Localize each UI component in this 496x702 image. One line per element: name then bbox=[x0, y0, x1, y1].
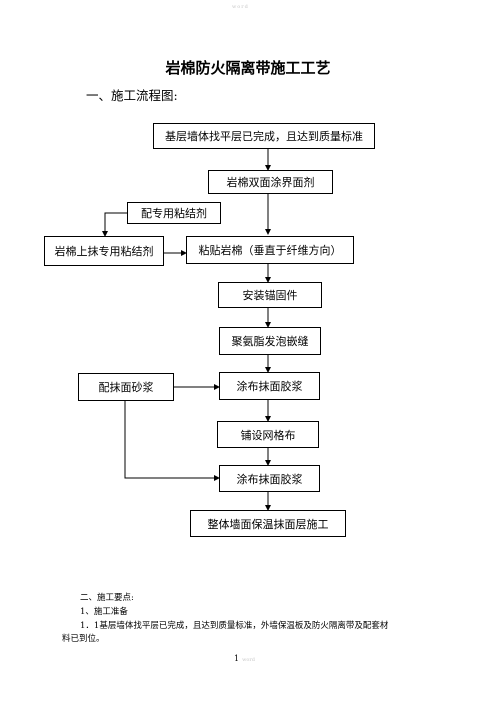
flow-step-foam-joint: 聚氨脂发泡嵌缝 bbox=[219, 327, 321, 355]
flow-step-paste-rockwool: 粘贴岩棉（垂直于纤维方向） bbox=[186, 236, 354, 264]
document-title: 岩棉防火隔离带施工工艺 bbox=[165, 59, 331, 77]
header-watermark: word bbox=[232, 4, 249, 10]
footer-watermark: word bbox=[242, 657, 255, 663]
flow-step-base-wall: 基层墙体找平层已完成，且达到质量标准 bbox=[153, 123, 375, 149]
paragraph-1-line-1: 1．1基层墙体找平层已完成，且达到质量标准，外墙保温板及防火隔离带及配套材 bbox=[80, 621, 389, 631]
paragraph-1-line-2: 料已到位。 bbox=[62, 634, 105, 644]
flow-side-adhesive: 配专用粘结剂 bbox=[127, 202, 221, 224]
flow-side-mortar: 配抹面砂浆 bbox=[78, 373, 174, 401]
flow-step-interface-agent: 岩棉双面涂界面剂 bbox=[208, 170, 333, 194]
flow-step-final-plaster: 整体墙面保温抹面层施工 bbox=[190, 510, 346, 537]
arrow-mortar-to-step8 bbox=[124, 401, 220, 481]
flow-step-coat-plaster-1: 涂布抹面胶浆 bbox=[219, 372, 320, 400]
section-heading-key-points: 二、施工要点: bbox=[80, 593, 134, 603]
page-number: 1 bbox=[234, 654, 240, 663]
subsection-preparation: 1、施工准备 bbox=[80, 607, 128, 617]
flow-step-anchors: 安装锚固件 bbox=[218, 282, 322, 308]
arrow-adhesive-to-rockwool bbox=[102, 212, 127, 237]
section-heading-flowchart: 一、施工流程图: bbox=[86, 88, 178, 103]
flow-step-coat-plaster-2: 涂布抹面胶浆 bbox=[219, 465, 320, 492]
flow-step-mesh: 铺设网格布 bbox=[217, 421, 319, 448]
flow-side-rockwool-adhesive: 岩棉上抹专用粘结剂 bbox=[44, 236, 164, 266]
